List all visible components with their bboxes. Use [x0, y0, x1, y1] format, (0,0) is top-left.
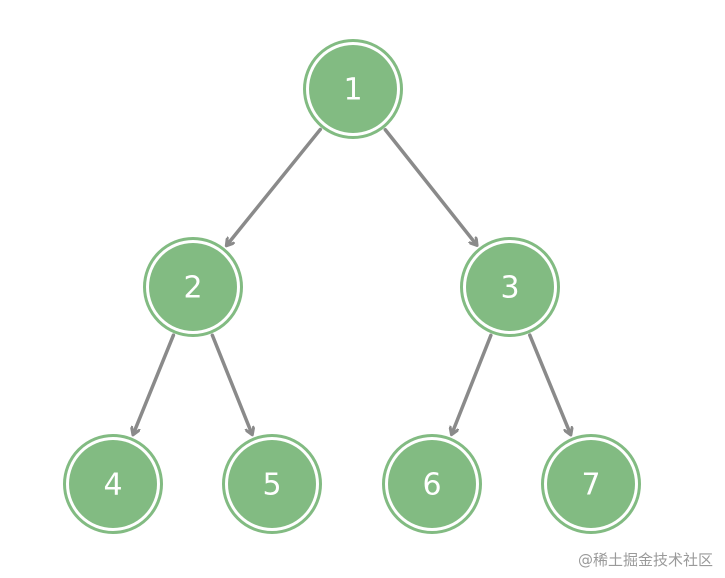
edge-3-7 [528, 333, 571, 434]
edge-2-4 [133, 333, 176, 434]
edge-1-3 [383, 127, 476, 245]
tree-node-4: 4 [63, 434, 163, 534]
node-label: 5 [262, 468, 281, 503]
tree-node-7: 7 [541, 434, 641, 534]
watermark: @稀土掘金技术社区 [577, 551, 713, 569]
node-label: 2 [183, 271, 202, 306]
node-label: 4 [103, 468, 122, 503]
node-circle [69, 440, 157, 528]
node-label: 3 [500, 271, 519, 306]
node-label: 1 [343, 73, 362, 108]
edge-1-2 [227, 127, 323, 245]
node-label: 7 [581, 468, 600, 503]
node-circle [228, 440, 316, 528]
node-label: 6 [422, 468, 441, 503]
tree-node-6: 6 [382, 434, 482, 534]
nodes-layer: 1 2 3 4 5 6 7 [63, 39, 641, 534]
tree-node-2: 2 [143, 237, 243, 337]
node-circle [309, 45, 397, 133]
tree-node-1: 1 [303, 39, 403, 139]
node-circle [388, 440, 476, 528]
node-circle [547, 440, 635, 528]
edge-3-6 [452, 333, 493, 433]
node-circle [149, 243, 237, 331]
edges-layer [133, 127, 571, 434]
node-circle [466, 243, 554, 331]
tree-node-5: 5 [222, 434, 322, 534]
edge-2-5 [210, 333, 252, 434]
tree-node-3: 3 [460, 237, 560, 337]
